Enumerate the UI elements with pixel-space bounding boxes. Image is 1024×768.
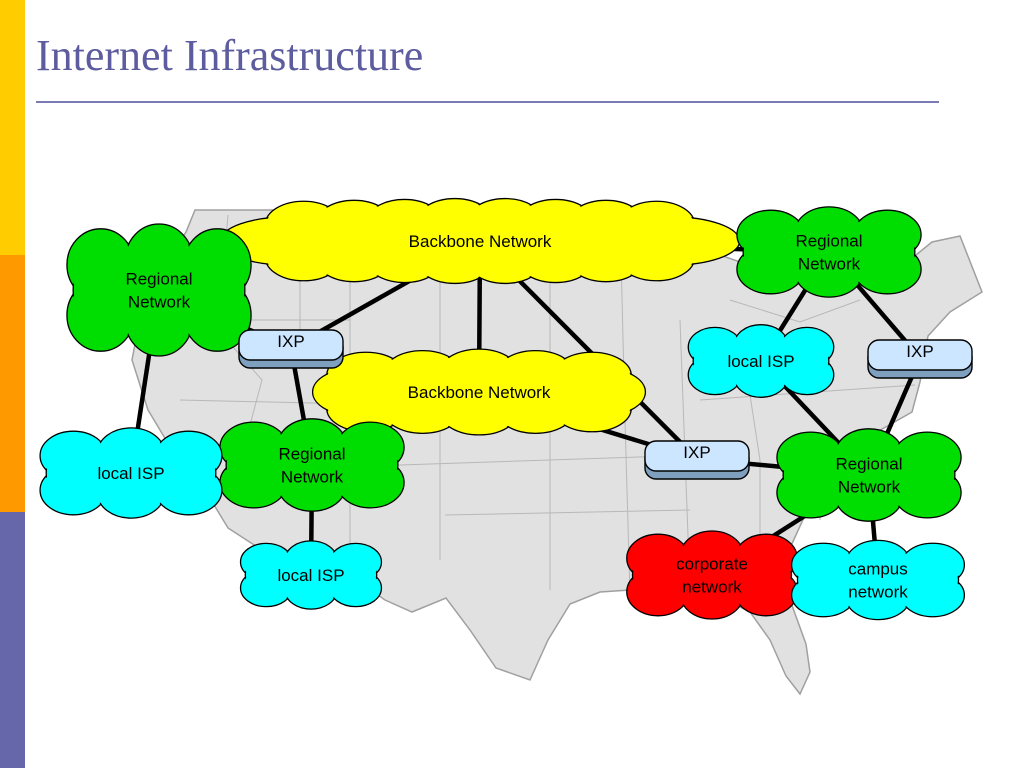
node-label: corporate — [676, 555, 748, 574]
node-local-isp-center: local ISP — [239, 540, 383, 610]
ixp-top — [644, 440, 750, 472]
node-ixp-east: IXP — [867, 339, 973, 379]
node-local-isp-east: local ISP — [687, 324, 835, 398]
node-campus: campus network — [790, 539, 966, 621]
node-label: IXP — [277, 332, 304, 351]
sidebar-purple-band — [0, 512, 25, 768]
slide-title: Internet Infrastructure — [36, 31, 424, 80]
node-label: campus — [848, 560, 908, 579]
node-label: Backbone Network — [408, 383, 551, 402]
node-label: Regional — [278, 445, 345, 464]
node-label: Regional — [835, 455, 902, 474]
node-label: Network — [128, 293, 191, 312]
node-local-isp-west: local ISP — [39, 427, 223, 519]
node-label: Regional — [125, 270, 192, 289]
ixp-top — [238, 329, 344, 361]
sidebar-orange-band — [0, 255, 25, 512]
node-label: IXP — [906, 342, 933, 361]
slide-sidebar — [0, 0, 25, 768]
node-corporate: corporate network — [626, 530, 798, 620]
node-backbone-top: Backbone Network — [219, 197, 741, 285]
node-ixp-west: IXP — [238, 329, 344, 369]
ixp-top — [867, 339, 973, 371]
node-label: local ISP — [97, 464, 164, 483]
node-label: network — [682, 578, 742, 597]
node-label: IXP — [683, 443, 710, 462]
node-label: local ISP — [277, 566, 344, 585]
node-label: Regional — [795, 232, 862, 251]
node-label: network — [848, 583, 908, 602]
sidebar-yellow-band — [0, 0, 25, 255]
node-label: Network — [798, 255, 861, 274]
node-label: Network — [281, 468, 344, 487]
node-label: local ISP — [727, 352, 794, 371]
title-underline — [36, 101, 939, 103]
node-label: Backbone Network — [409, 232, 552, 251]
node-ixp-center: IXP — [644, 440, 750, 480]
node-backbone-mid: Backbone Network — [311, 348, 647, 436]
node-label: Network — [838, 478, 901, 497]
